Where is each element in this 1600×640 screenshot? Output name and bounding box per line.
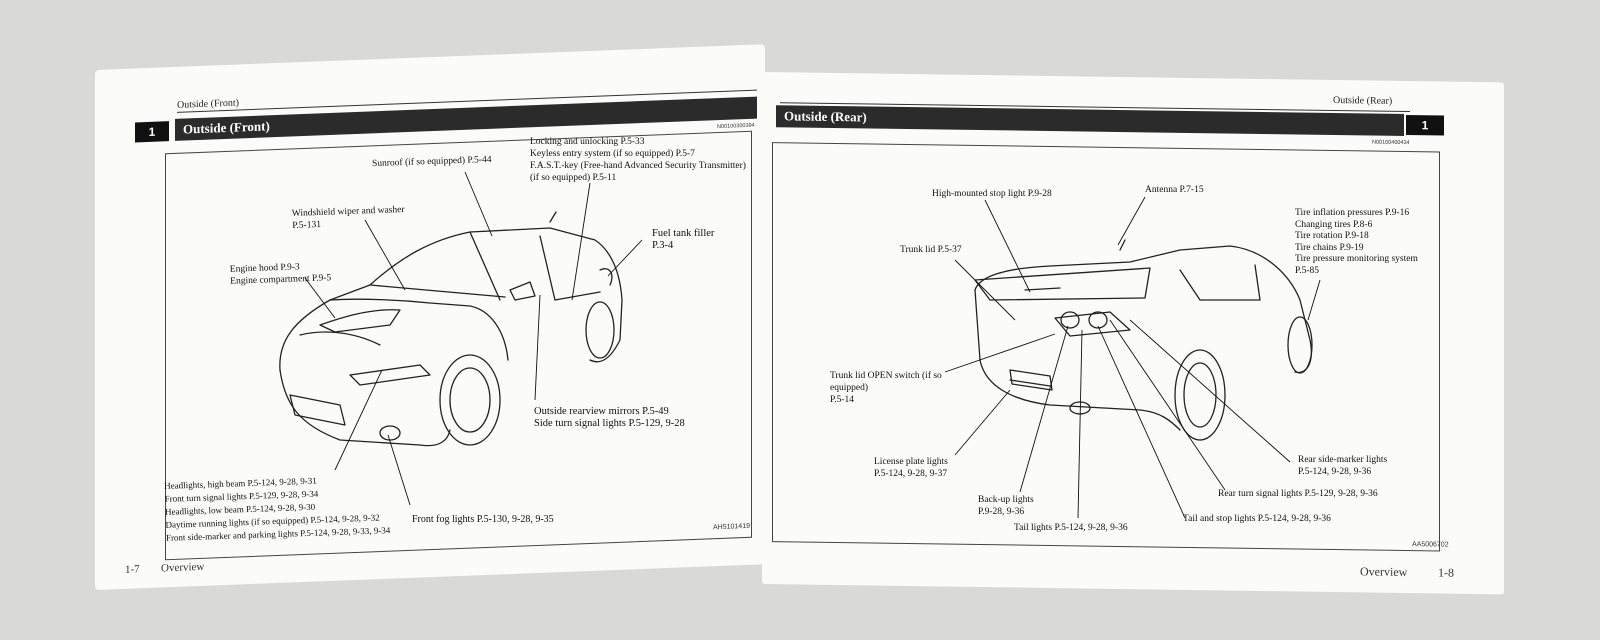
callout-stop-light: High-mounted stop light P.9-28 xyxy=(932,189,1052,199)
callout-trunk-switch: Trunk lid OPEN switch (if so equipped) P… xyxy=(830,371,942,405)
callout-rear-marker: Rear side-marker lights P.5-124, 9-28, 9… xyxy=(1298,455,1388,477)
callout-headlights: Headlights, high beam P.5-124, 9-28, 9-3… xyxy=(163,475,391,543)
callout-license: License plate lights P.5-124, 9-28, 9-37 xyxy=(874,457,948,479)
callout-backup: Back-up lights P.9-28, 9-36 xyxy=(978,495,1034,517)
callout-tires: Tire inflation pressures P.9-16 Changing… xyxy=(1295,208,1418,276)
callout-rear-turn: Rear turn signal lights P.5-129, 9-28, 9… xyxy=(1218,489,1378,499)
leader-lines xyxy=(304,171,1321,519)
callout-fog: Front fog lights P.5-130, 9-28, 9-35 xyxy=(412,514,554,525)
callout-hood: Engine hood P.9-3 Engine compartment P.9… xyxy=(229,262,332,287)
callout-wiper: Windshield wiper and washer P.5-131 xyxy=(291,205,405,231)
callout-mirrors: Outside rearview mirrors P.5-49 Side tur… xyxy=(534,406,685,429)
front-car-drawing xyxy=(279,211,623,447)
callout-locking: Locking and unlocking P.5-33 Keyless ent… xyxy=(530,137,746,183)
callout-tail: Tail lights P.5-124, 9-28, 9-36 xyxy=(1014,523,1128,533)
callout-antenna: Antenna P.7-15 xyxy=(1145,185,1204,195)
callout-fuel: Fuel tank filler P.3-4 xyxy=(652,228,715,251)
callout-tail-stop: Tail and stop lights P.5-124, 9-28, 9-36 xyxy=(1183,514,1331,524)
rear-car-drawing xyxy=(974,239,1313,441)
callout-trunk-lid: Trunk lid P.5-37 xyxy=(900,245,962,255)
